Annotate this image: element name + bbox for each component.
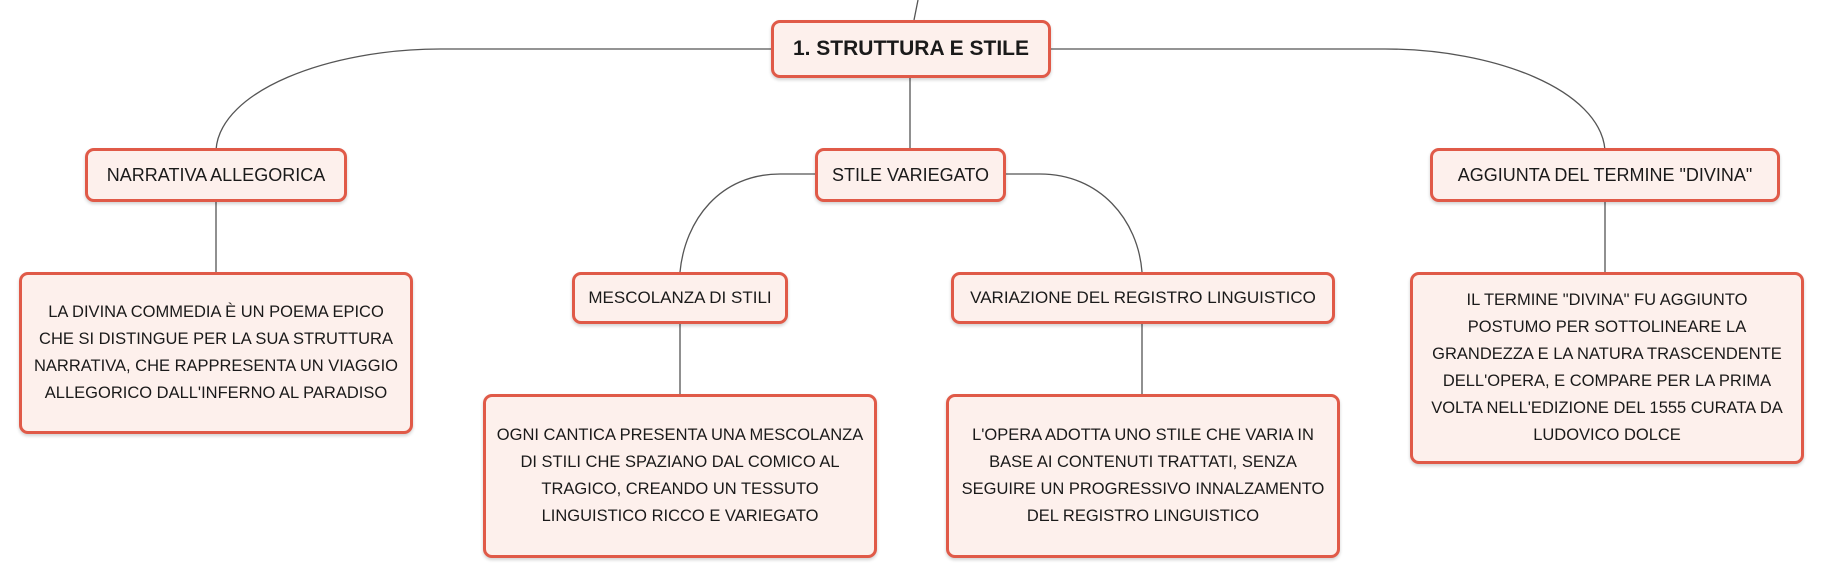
topic-stile-label: STILE VARIEGATO (831, 164, 990, 185)
connector-stile-to-mescolanza (679, 173, 815, 273)
topic-narrativa-label: NARRATIVA ALLEGORICA (106, 164, 326, 185)
note-mescolanza-text: OGNI CANTICA PRESENTA UNA MESCOLANZA DI … (496, 426, 864, 525)
topic-stile-variegato[interactable]: STILE VARIEGATO (815, 148, 1006, 202)
topic-narrativa-allegorica[interactable]: NARRATIVA ALLEGORICA (85, 148, 347, 202)
note-divina-text: IL TERMINE "DIVINA" FU AGGIUNTO POSTUMO … (1431, 291, 1783, 444)
connector-root-to-narrativa (215, 48, 772, 151)
topic-aggiunta-divina[interactable]: AGGIUNTA DEL TERMINE "DIVINA" (1430, 148, 1780, 202)
note-narrativa-allegorica[interactable]: LA DIVINA COMMEDIA È UN POEMA EPICO CHE … (19, 272, 413, 434)
note-variazione-text: L'OPERA ADOTTA UNO STILE CHE VARIA IN BA… (961, 426, 1325, 525)
subtopic-mescolanza-label: MESCOLANZA DI STILI (588, 288, 772, 307)
topic-divina-label: AGGIUNTA DEL TERMINE "DIVINA" (1457, 164, 1753, 185)
connector-root-to-divina (1050, 48, 1606, 151)
connector-parent-to-root (913, 0, 919, 21)
subtopic-mescolanza-di-stili[interactable]: MESCOLANZA DI STILI (572, 272, 788, 324)
connector-stile-to-variazione (1006, 173, 1143, 273)
note-mescolanza-di-stili[interactable]: OGNI CANTICA PRESENTA UNA MESCOLANZA DI … (483, 394, 877, 558)
subtopic-variazione-registro[interactable]: VARIAZIONE DEL REGISTRO LINGUISTICO (951, 272, 1335, 324)
root-topic-label: 1. STRUTTURA E STILE (792, 37, 1030, 60)
root-topic-node[interactable]: 1. STRUTTURA E STILE (771, 20, 1051, 78)
note-aggiunta-divina[interactable]: IL TERMINE "DIVINA" FU AGGIUNTO POSTUMO … (1410, 272, 1804, 464)
note-narrativa-text: LA DIVINA COMMEDIA È UN POEMA EPICO CHE … (34, 303, 398, 402)
subtopic-variazione-label: VARIAZIONE DEL REGISTRO LINGUISTICO (970, 288, 1316, 307)
note-variazione-registro[interactable]: L'OPERA ADOTTA UNO STILE CHE VARIA IN BA… (946, 394, 1340, 558)
